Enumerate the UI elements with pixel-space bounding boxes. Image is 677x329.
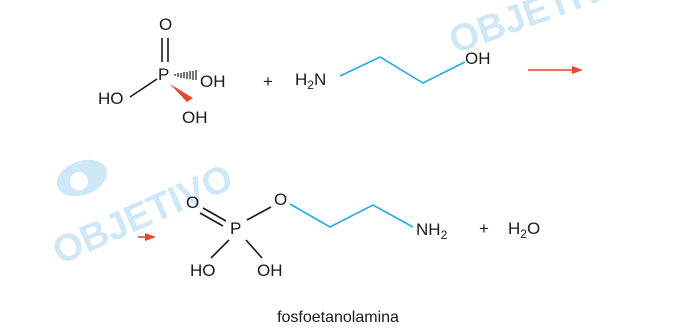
atom-label: HO — [98, 89, 124, 108]
atom-label: HO — [190, 261, 216, 280]
svg-text:NH2: NH2 — [416, 220, 448, 242]
atom-label: O — [159, 15, 172, 34]
atom-label: P — [230, 219, 241, 238]
svg-text:H2N: H2N — [295, 70, 326, 92]
wedge-bond — [170, 84, 193, 102]
phosphoric-acid: O P OH HO OH — [98, 15, 226, 127]
hashed-bond — [174, 70, 197, 80]
water: H2O — [508, 219, 540, 241]
atom-label: P — [158, 65, 169, 84]
plus-sign: + — [479, 219, 489, 238]
atom-label: OH — [182, 108, 208, 127]
atom-label: OH — [257, 261, 283, 280]
plus-sign: + — [263, 72, 273, 91]
atom-label: OH — [465, 49, 491, 68]
watermark-logo-icon — [56, 159, 108, 197]
atom-label: O — [186, 193, 199, 212]
reaction-arrow-icon — [528, 66, 583, 74]
ethanolamine: H2N OH — [295, 49, 491, 92]
reaction-arrow-icon — [138, 233, 156, 241]
fosfoetanolamina-structure: O P O NH2 HO OH — [186, 190, 448, 280]
watermark-bottom: OBJETIVO — [47, 157, 240, 274]
atom-label: OH — [200, 72, 226, 91]
atom-label: O — [274, 190, 287, 209]
product-name: fosfoetanolamina — [277, 309, 399, 326]
